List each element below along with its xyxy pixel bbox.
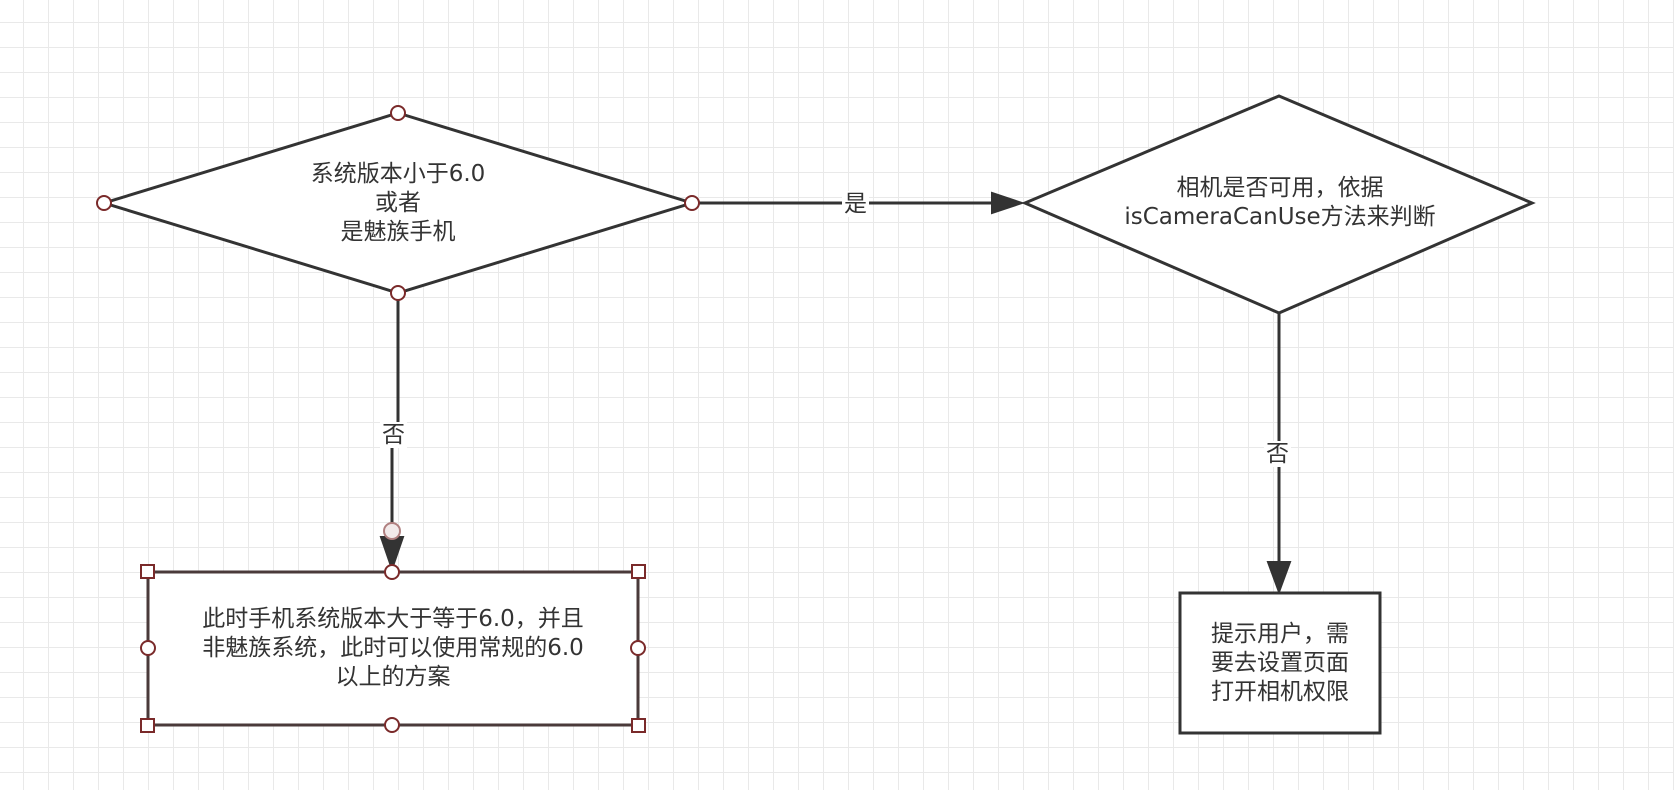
resize-handle-top-right[interactable]	[631, 564, 646, 579]
connection-point-right[interactable]	[630, 640, 646, 656]
resize-handle-bottom-right[interactable]	[631, 718, 646, 733]
decision-label-version: 系统版本小于6.0 或者 是魅族手机	[310, 160, 486, 245]
resize-handle-bottom-left[interactable]	[140, 718, 155, 733]
connection-point[interactable]	[390, 105, 406, 121]
decision-label-camera: 相机是否可用，依据 isCameraCanUse方法来判断	[1124, 175, 1436, 230]
connection-point-left[interactable]	[140, 640, 156, 656]
selection-handles[interactable]	[140, 564, 646, 733]
connection-point[interactable]	[96, 195, 112, 211]
connection-points-version[interactable]	[96, 105, 700, 301]
edge-endpoint-handle[interactable]	[383, 522, 401, 540]
connection-point[interactable]	[390, 285, 406, 301]
process-label-prompt-user: 提示用户，需 要去设置页面 打开相机权限	[1211, 620, 1349, 705]
connection-point[interactable]	[684, 195, 700, 211]
arrowhead-no-right	[1266, 561, 1292, 595]
edge-label-yes: 是	[842, 191, 869, 217]
process-label-normal-scheme: 此时手机系统版本大于等于6.0，并且 非魅族系统，此时可以使用常规的6.0 以上…	[202, 605, 584, 690]
connection-point-top[interactable]	[384, 564, 400, 580]
edge-no-right[interactable]	[1266, 313, 1292, 595]
resize-handle-top-left[interactable]	[140, 564, 155, 579]
edge-label-no-left: 否	[380, 422, 407, 448]
process-box-prompt-user[interactable]	[1178, 591, 1382, 735]
arrowhead-yes	[991, 191, 1026, 215]
edge-label-no-right: 否	[1264, 441, 1291, 467]
connection-point-bottom[interactable]	[384, 717, 400, 733]
decision-diamond-camera[interactable]	[1021, 94, 1536, 315]
